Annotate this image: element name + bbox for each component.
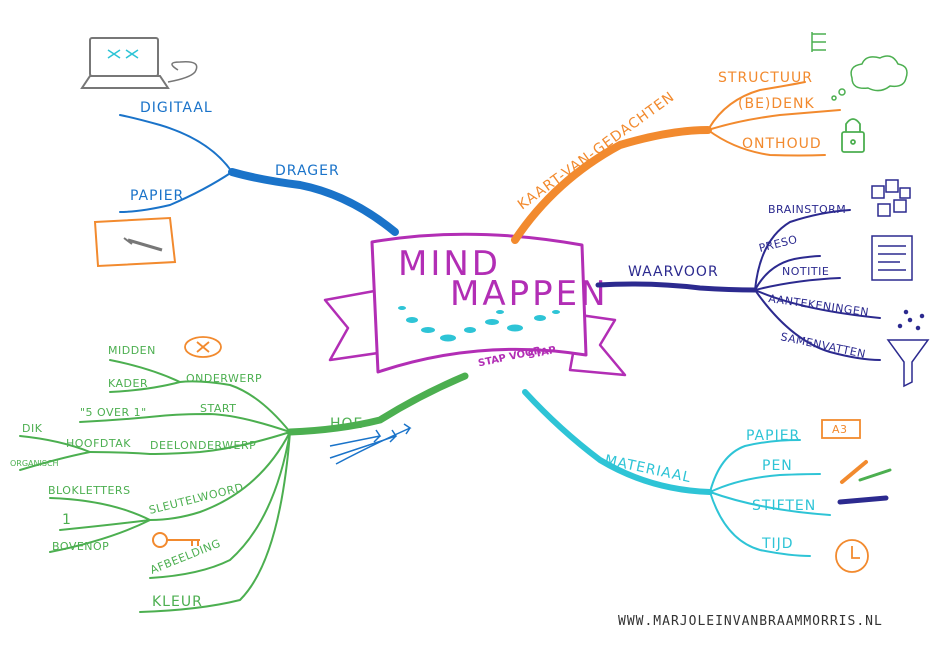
materiaal-pen: PEN [762, 458, 793, 474]
waarvoor-aantekeningen: AANTEKENINGEN [768, 292, 870, 319]
kaart-bedenk: (BE)DENK [738, 96, 815, 112]
materiaal-stiften: STIFTEN [752, 498, 816, 514]
a3-label: A3 [832, 423, 848, 436]
kaart-label: KAART-VAN-GEDACHTEN [515, 89, 678, 213]
waarvoor-preso: PRESO [758, 233, 799, 255]
branch-materiaal [522, 389, 831, 557]
branch-hoe [19, 359, 469, 613]
drager-papier: PAPIER [130, 188, 184, 204]
hoe-onderwerp: ONDERWERP [186, 372, 262, 385]
materiaal-papier: PAPIER [746, 428, 800, 444]
waarvoor-notitie: NOTITIE [782, 265, 829, 278]
hoe-kleur: KLEUR [152, 594, 203, 610]
branch-kaart [511, 81, 841, 244]
footer-url: WWW.MARJOLEINVANBRAAMMORRIS.NL [618, 614, 883, 629]
laptop-icon [80, 37, 198, 89]
drager-label: DRAGER [275, 163, 340, 179]
hoe-kader: KADER [108, 377, 148, 390]
hoe-start: START [200, 402, 236, 415]
hoe-label: HOE [330, 416, 363, 432]
hoe-5-over-1: "5 OVER 1" [80, 406, 147, 419]
kaart-structuur: STRUCTUUR [718, 70, 813, 86]
materiaal-tijd: TIJD [761, 536, 794, 552]
branch-drager [119, 114, 399, 236]
lock-icon [841, 118, 865, 153]
structure-icon [811, 32, 826, 52]
thought-cloud-icon [831, 55, 908, 101]
pens-icon [837, 460, 892, 505]
a3-paper-icon: A3 [821, 419, 861, 439]
hoe-deelonderwerp: DEELONDERWERP [150, 439, 256, 452]
hoe-sleutelwoord: SLEUTELWOORD [148, 481, 245, 517]
title-line-2: MAPPEN [450, 274, 609, 314]
document-icon [871, 235, 913, 281]
waarvoor-label: WAARVOOR [628, 264, 719, 280]
waarvoor-samenvatten: SAMENVATTEN [779, 330, 867, 361]
hoe-dik: DIK [22, 422, 43, 435]
key-icon [152, 532, 200, 548]
arrows-icon [329, 423, 412, 465]
branch-waarvoor [595, 209, 881, 361]
hoe-hoofdtak: HOOFDTAK [66, 437, 131, 450]
dots-decoration [398, 306, 560, 342]
x-circle-icon [184, 336, 222, 358]
clock-icon [835, 539, 869, 573]
hoe-midden: MIDDEN [108, 344, 156, 357]
hoe-bovenop: BOVENOP [52, 540, 109, 553]
paper-icon [93, 216, 177, 268]
sticky-notes-icon [871, 179, 911, 217]
hoe-afbeelding: AFBEELDING [148, 537, 222, 577]
waarvoor-brainstorm: BRAINSTORM [768, 203, 846, 216]
title-line-1: MIND [398, 244, 501, 284]
funnel-icon [886, 309, 930, 388]
kaart-onthoud: ONTHOUD [742, 136, 822, 152]
drager-digitaal: DIGITAAL [140, 100, 213, 116]
hoe-een: 1 [62, 512, 72, 528]
hoe-organisch: ORGANISCH [10, 459, 59, 468]
central-banner: MIND MAPPEN STAP VOOR STAP [323, 232, 627, 377]
hoe-blokletters: BLOKLETTERS [48, 484, 131, 497]
